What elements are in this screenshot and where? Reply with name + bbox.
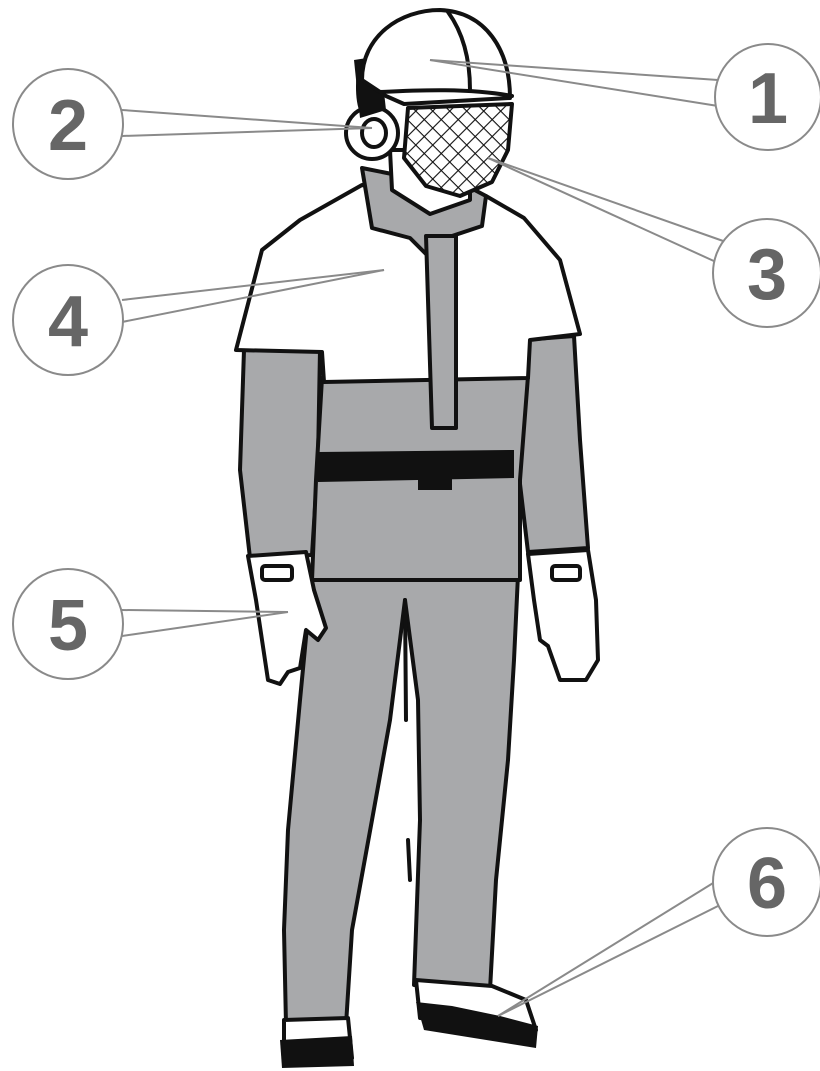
callout-1-number: 1 — [748, 59, 788, 139]
callout-6: 6 — [713, 828, 820, 936]
callout-4: 4 — [13, 265, 123, 375]
callout-3-number: 3 — [747, 235, 787, 315]
callout-3: 3 — [713, 219, 820, 327]
callout-5: 5 — [13, 569, 123, 679]
left-sleeve — [240, 350, 320, 558]
worker-figure — [236, 10, 598, 1068]
trousers — [284, 575, 518, 1025]
callout-2-number: 2 — [48, 86, 88, 166]
callout-6-number: 6 — [747, 844, 787, 924]
callout-1: 1 — [715, 44, 820, 150]
helmet — [362, 10, 512, 104]
left-boot — [280, 1018, 354, 1068]
right-glove — [528, 550, 598, 680]
right-boot — [416, 980, 538, 1048]
callout-2: 2 — [13, 69, 123, 179]
callout-5-number: 5 — [48, 586, 88, 666]
callout-4-number: 4 — [48, 282, 88, 362]
